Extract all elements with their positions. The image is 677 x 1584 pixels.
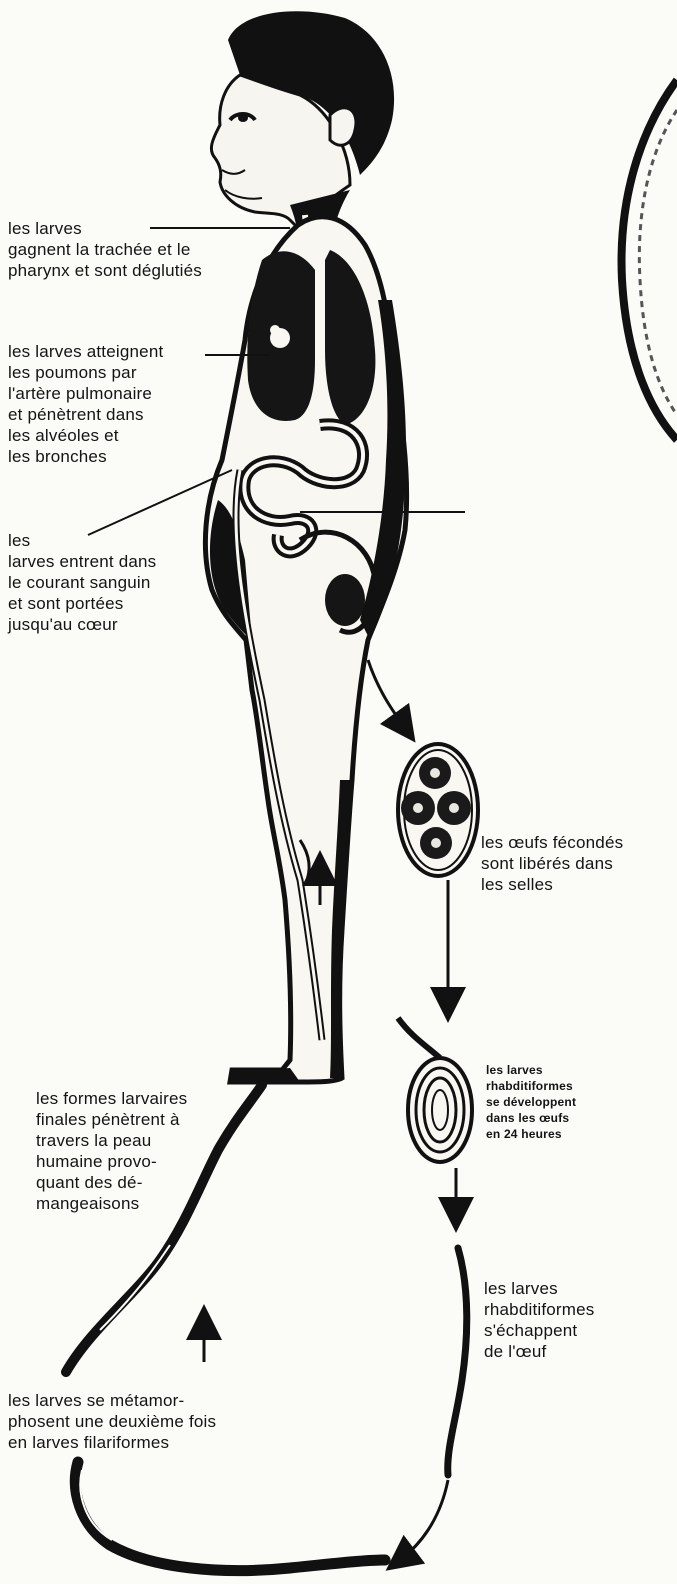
label-eggs-released: les œufs fécondés sont libérés dans les … [481, 832, 671, 895]
label-rhabditiform-develop: les larves rhabditiformes se développent… [486, 1062, 626, 1142]
larva-worm-icon [75, 1462, 385, 1571]
arrow-icon [368, 660, 405, 728]
fertilized-egg-icon [398, 744, 478, 876]
larva-worm-icon [448, 1248, 467, 1475]
human-figure-icon [205, 11, 406, 1082]
label-penetrate-skin: les formes larvaires finales pénètrent à… [36, 1088, 236, 1214]
cropped-worm-ring [622, 80, 677, 440]
label-lungs: les larves atteignent les poumons par l'… [8, 341, 208, 467]
label-trachea: les larves gagnent la trachée et le phar… [8, 218, 278, 281]
arrow-icon [400, 1480, 448, 1560]
coiled-larva-icon [398, 1018, 472, 1162]
label-rhabditiform-escape: les larves rhabditiformes s'échappent de… [484, 1278, 634, 1362]
label-metamorphose: les larves se métamor- phosent une deuxi… [8, 1390, 298, 1453]
label-blood: les larves entrent dans le courant sangu… [8, 530, 208, 635]
